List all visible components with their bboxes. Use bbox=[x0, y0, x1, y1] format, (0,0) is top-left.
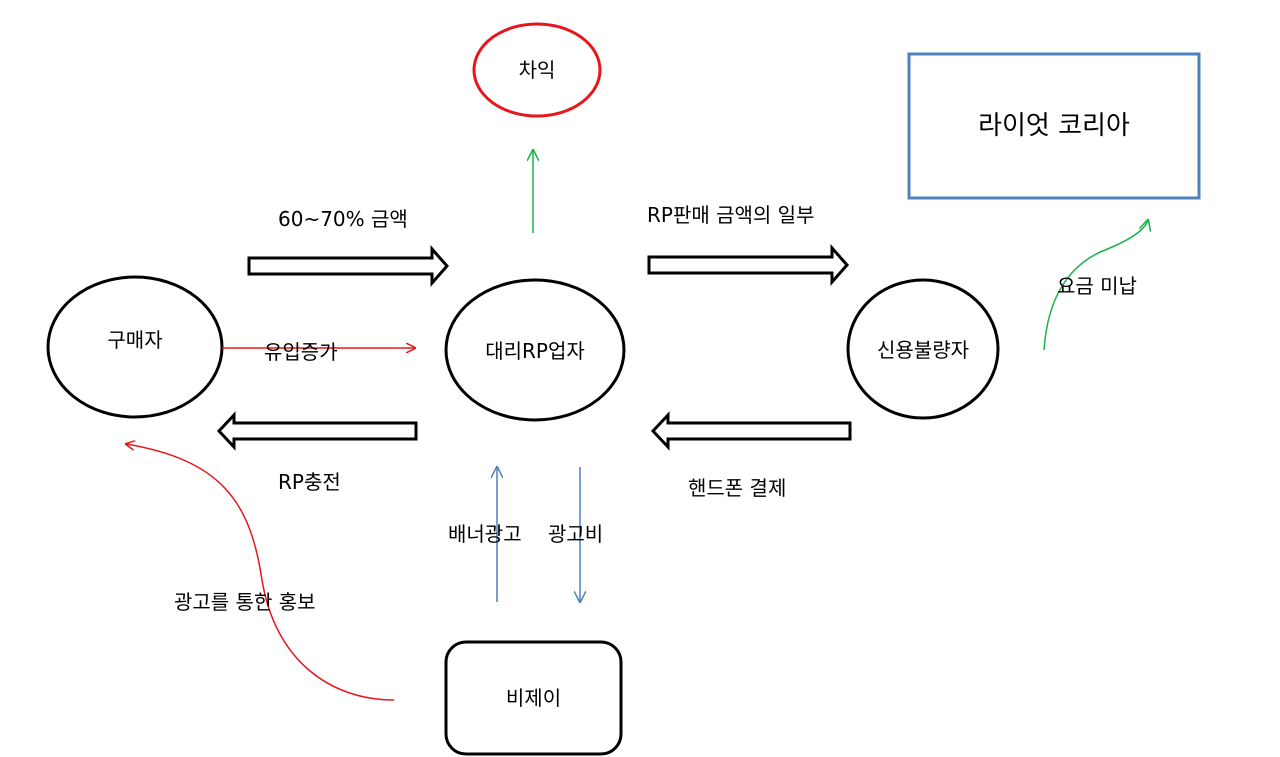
edge-label-fee-unpaid: 요금 미납 bbox=[1057, 274, 1137, 298]
agent-node bbox=[444, 278, 626, 422]
bj-node bbox=[444, 640, 623, 756]
edge-label-60-70: 60~70% 금액 bbox=[278, 207, 408, 231]
bad-credit-label: 신용불량자 bbox=[877, 338, 969, 362]
buyer-label: 구매자 bbox=[107, 328, 163, 352]
green-arrow-bad-credit-to-riot bbox=[1043, 220, 1148, 351]
riot-korea-label: 라이엇 코리아 bbox=[978, 111, 1130, 141]
block-arrow-agent-to-buyer bbox=[216, 411, 418, 451]
edge-label-rp-charge: RP충전 bbox=[278, 470, 341, 494]
red-arrow-promotion bbox=[126, 444, 395, 701]
agent-label: 대리RP업자 bbox=[485, 339, 585, 363]
bad-credit-node bbox=[846, 278, 1000, 420]
profit-node bbox=[472, 22, 602, 118]
edge-label-ad-fee: 광고비 bbox=[548, 522, 604, 546]
riot-korea-node bbox=[907, 52, 1201, 200]
edge-label-banner-ad: 배너광고 bbox=[448, 522, 522, 546]
block-arrow-agent-to-bad-credit bbox=[647, 244, 850, 286]
buyer-node bbox=[46, 275, 224, 419]
edge-label-promotion: 광고를 통한 홍보 bbox=[174, 590, 316, 614]
block-arrow-buyer-to-agent bbox=[247, 245, 450, 287]
profit-label: 차익 bbox=[518, 58, 556, 82]
edge-label-phone-payment: 핸드폰 결제 bbox=[688, 476, 787, 500]
edge-label-inflow: 유입증가 bbox=[264, 340, 338, 364]
block-arrow-bad-credit-to-agent bbox=[650, 411, 852, 451]
edge-label-rp-sale-portion: RP판매 금액의 일부 bbox=[647, 203, 815, 227]
bj-label: 비제이 bbox=[505, 686, 562, 710]
